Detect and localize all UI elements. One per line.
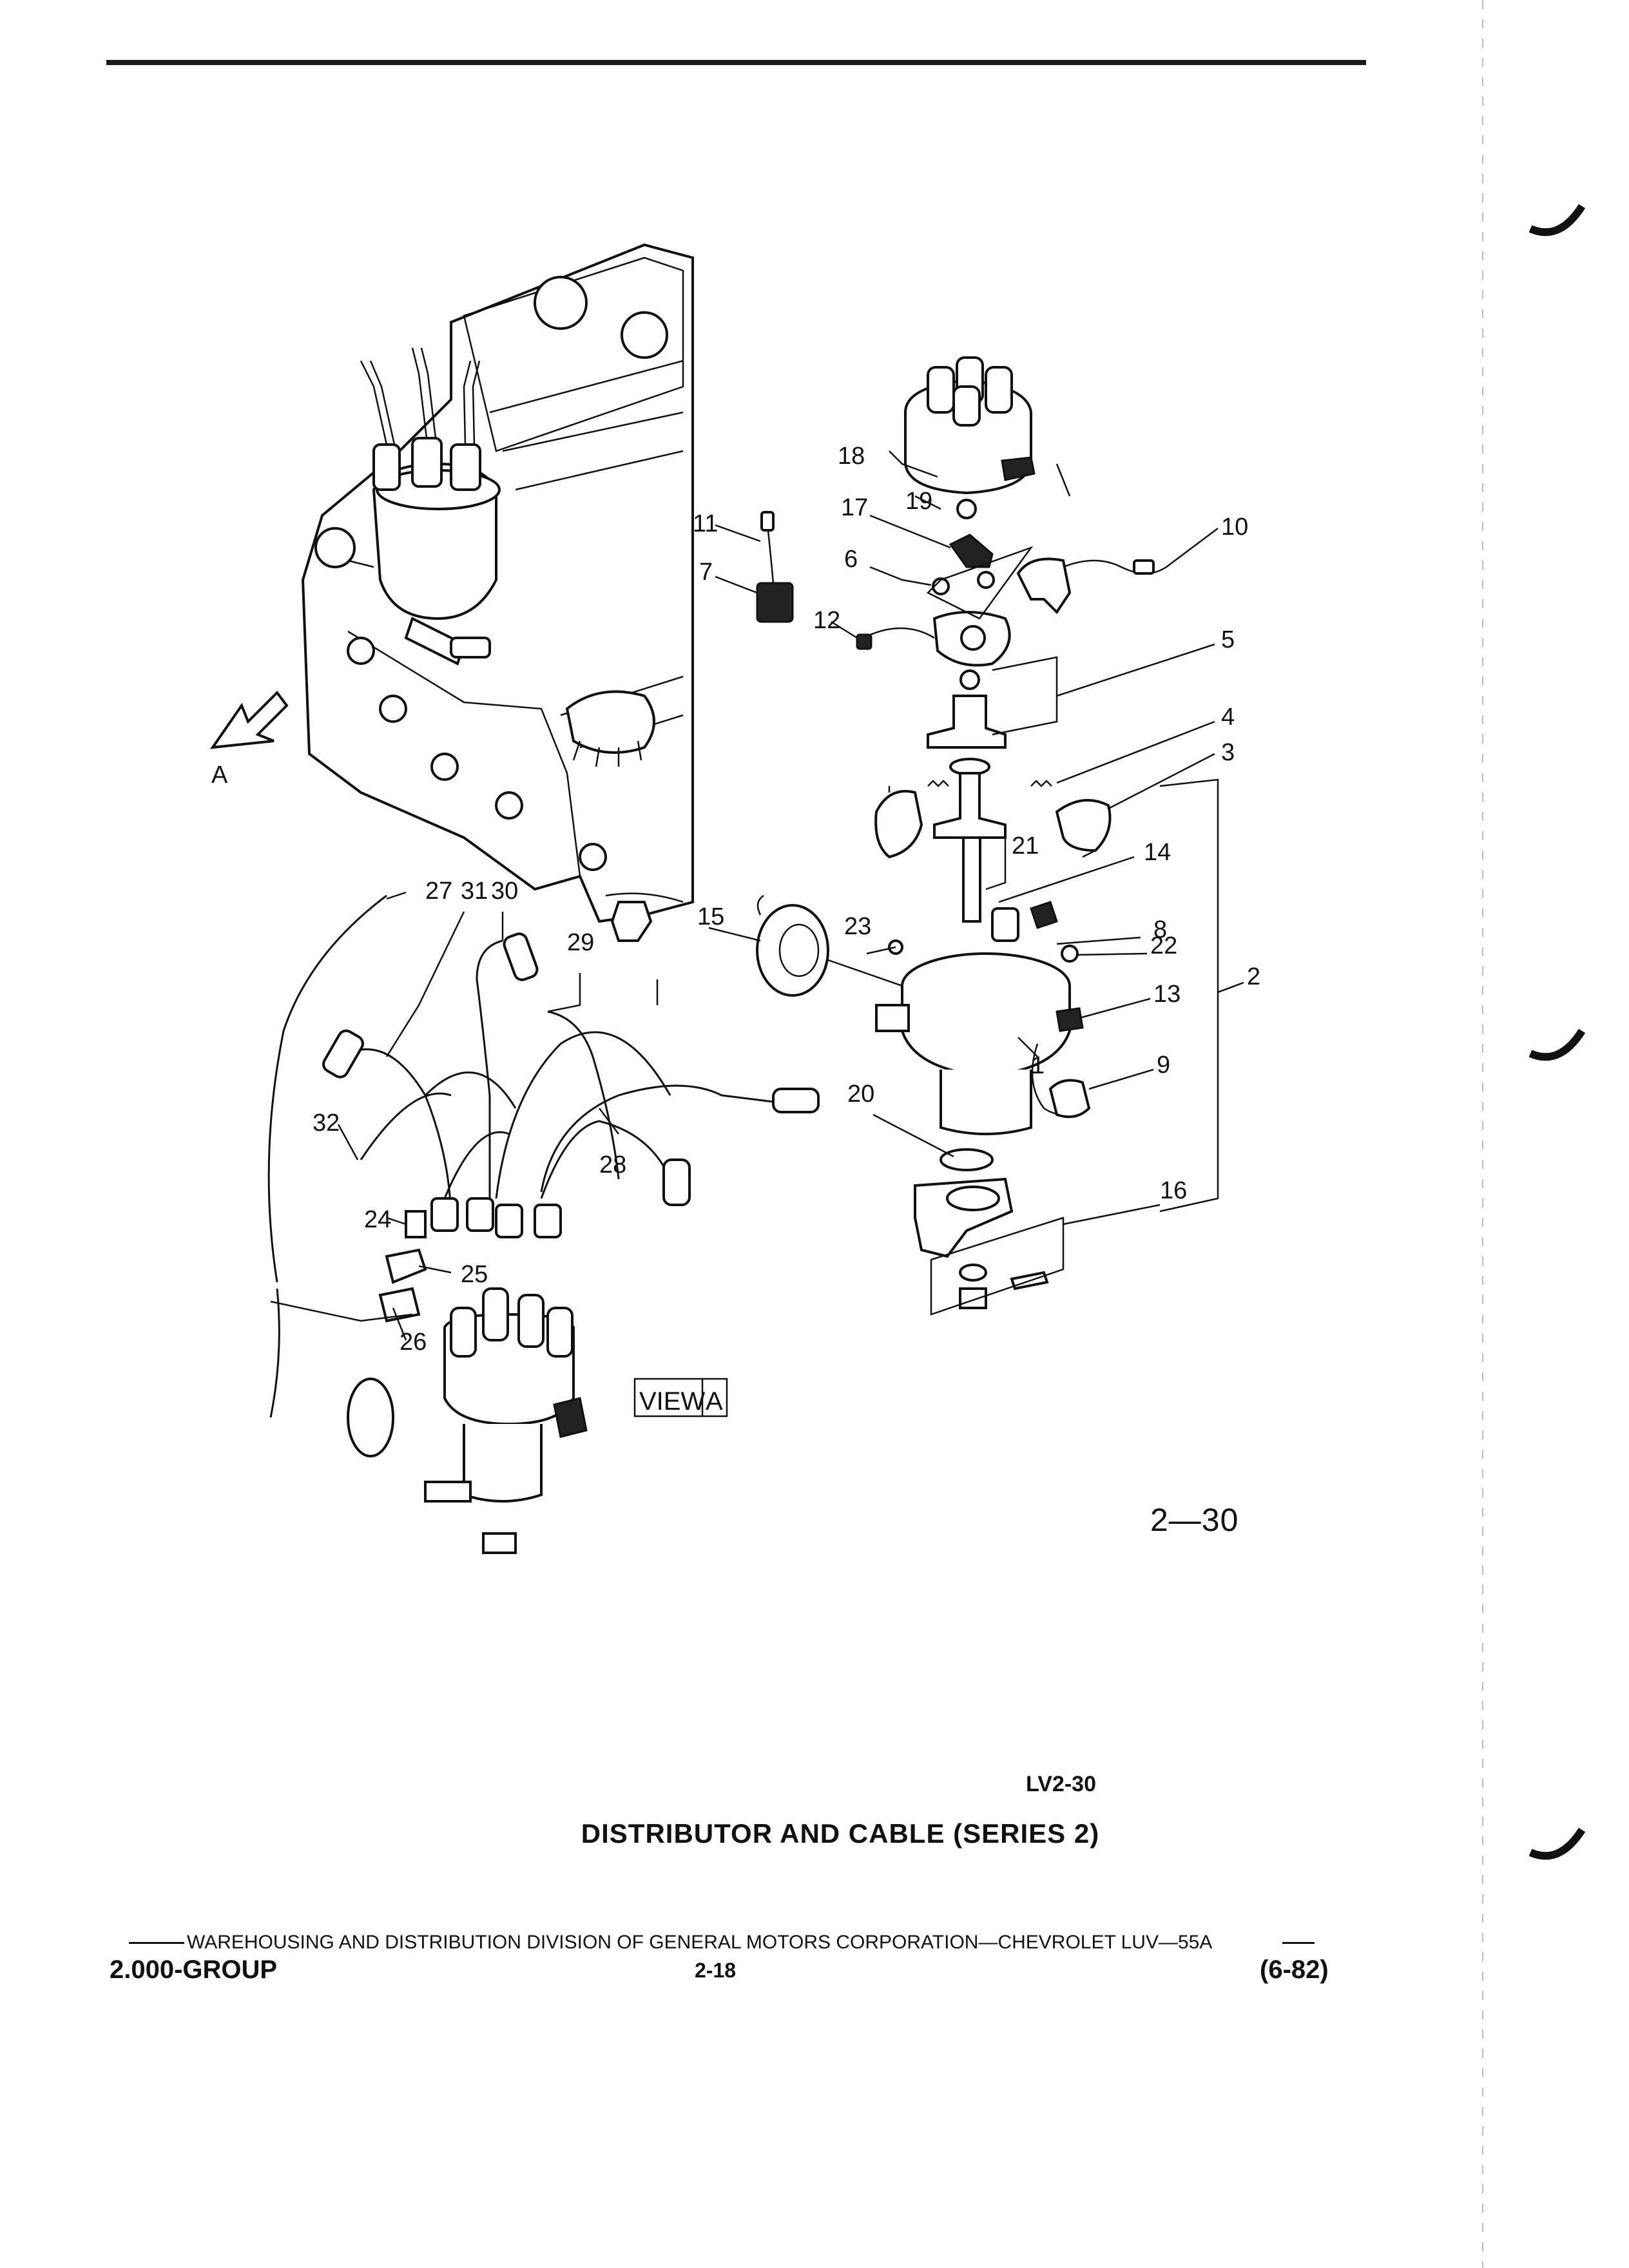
callout-9: 9	[1157, 1052, 1170, 1079]
distributor-housing	[875, 901, 1083, 1135]
view-a-distributor	[347, 1287, 588, 1554]
footer-dash-right	[1282, 1942, 1315, 1944]
callout-32: 32	[313, 1110, 340, 1137]
screw	[977, 571, 995, 589]
margin-perforation-line	[1482, 0, 1483, 2268]
callout-1: 1	[1031, 1052, 1045, 1079]
view-box-label: VIEW	[639, 1387, 705, 1416]
top-rule	[106, 60, 1366, 65]
footer-page-number: 2-18	[695, 1959, 737, 1982]
callout-31: 31	[461, 878, 488, 905]
screw	[932, 577, 950, 595]
callout-13: 13	[1153, 981, 1181, 1008]
bracket-16	[930, 1216, 1065, 1316]
binding-mark	[1528, 1028, 1585, 1061]
terminal	[760, 511, 775, 532]
ignition-cables	[267, 894, 820, 1418]
callout-21: 21	[1012, 832, 1039, 860]
cam-screw	[959, 669, 980, 690]
connector	[1133, 559, 1155, 575]
callout-27: 27	[425, 878, 452, 905]
plate-connector	[856, 633, 872, 650]
diagram-svg: A	[209, 243, 1260, 1554]
view-arrow-label: A	[211, 762, 228, 789]
module	[756, 582, 794, 623]
cam	[927, 695, 1007, 749]
screw	[1061, 945, 1079, 963]
callout-7: 7	[699, 559, 713, 586]
clip	[1055, 1007, 1084, 1032]
footer-group: 2.000-GROUP	[110, 1956, 278, 1984]
leader-32-end	[270, 1300, 413, 1322]
o-ring	[940, 1148, 994, 1171]
governor-spring	[1030, 780, 1052, 787]
binding-mark	[1528, 204, 1585, 236]
engine-block	[301, 243, 694, 1005]
callout-18: 18	[838, 443, 865, 470]
leader-lines	[337, 450, 1244, 1341]
governor-weight	[1055, 799, 1112, 852]
pickup-coil	[1016, 557, 1072, 615]
view-arrow	[209, 690, 289, 749]
drive-shaft	[962, 836, 981, 923]
callout-15: 15	[697, 903, 724, 930]
vacuum-hose	[757, 894, 764, 916]
governor-weight	[874, 790, 923, 859]
plate-wire	[863, 627, 935, 639]
figure-number: 2—30	[1150, 1502, 1239, 1538]
callout-20: 20	[847, 1081, 874, 1108]
exploded-parts-diagram: A	[209, 243, 1260, 1554]
callout-17: 17	[841, 494, 868, 521]
washer	[959, 1264, 987, 1282]
footer-dash-left	[129, 1942, 184, 1944]
governor-spring	[927, 780, 949, 787]
callout-30: 30	[491, 878, 518, 905]
clip	[378, 1287, 421, 1323]
callout-6: 6	[844, 546, 858, 573]
distributor-cap	[904, 356, 1036, 519]
plate-id: LV2-30	[1026, 1772, 1096, 1796]
rotor	[949, 533, 994, 568]
vacuum-rod	[827, 959, 903, 987]
bracket-2	[1159, 778, 1219, 1213]
callout-11: 11	[693, 510, 718, 537]
callout-14: 14	[1144, 839, 1171, 866]
vacuum-unit	[756, 904, 829, 997]
footer-revision: (6-82)	[1260, 1956, 1329, 1984]
callout-26: 26	[400, 1329, 427, 1356]
callout-22: 22	[1150, 932, 1177, 959]
callout-8: 8	[1153, 916, 1167, 943]
nut	[959, 1287, 987, 1309]
callout-4: 4	[1221, 704, 1235, 731]
callout-25: 25	[461, 1261, 488, 1288]
bracket-14	[985, 836, 1007, 890]
callout-12: 12	[813, 607, 840, 634]
callout-3: 3	[1221, 739, 1235, 766]
clip	[385, 1248, 427, 1284]
view-box	[633, 1378, 728, 1418]
footer-credit: WAREHOUSING AND DISTRIBUTION DIVISION OF…	[187, 1932, 1213, 1953]
mounted-distributor	[314, 347, 501, 666]
view-box-letter: A	[706, 1387, 723, 1416]
callout-28: 28	[599, 1151, 626, 1178]
callout-23: 23	[844, 913, 871, 940]
condenser	[1048, 1079, 1091, 1119]
callout-24: 24	[364, 1206, 391, 1233]
callout-2: 2	[1247, 963, 1260, 990]
callout-5: 5	[1221, 626, 1235, 653]
callout-29: 29	[567, 929, 594, 956]
bracket-6	[888, 463, 1071, 793]
bolt	[405, 1210, 427, 1238]
bracket-5	[992, 656, 1058, 736]
callout-19: 19	[905, 488, 932, 515]
figure-caption: DISTRIBUTOR AND CABLE (SERIES 2)	[581, 1818, 1100, 1849]
plate-hole	[960, 625, 986, 651]
callout-10: 10	[1221, 514, 1248, 541]
binding-mark	[1528, 1827, 1585, 1860]
callout-16: 16	[1160, 1177, 1187, 1204]
